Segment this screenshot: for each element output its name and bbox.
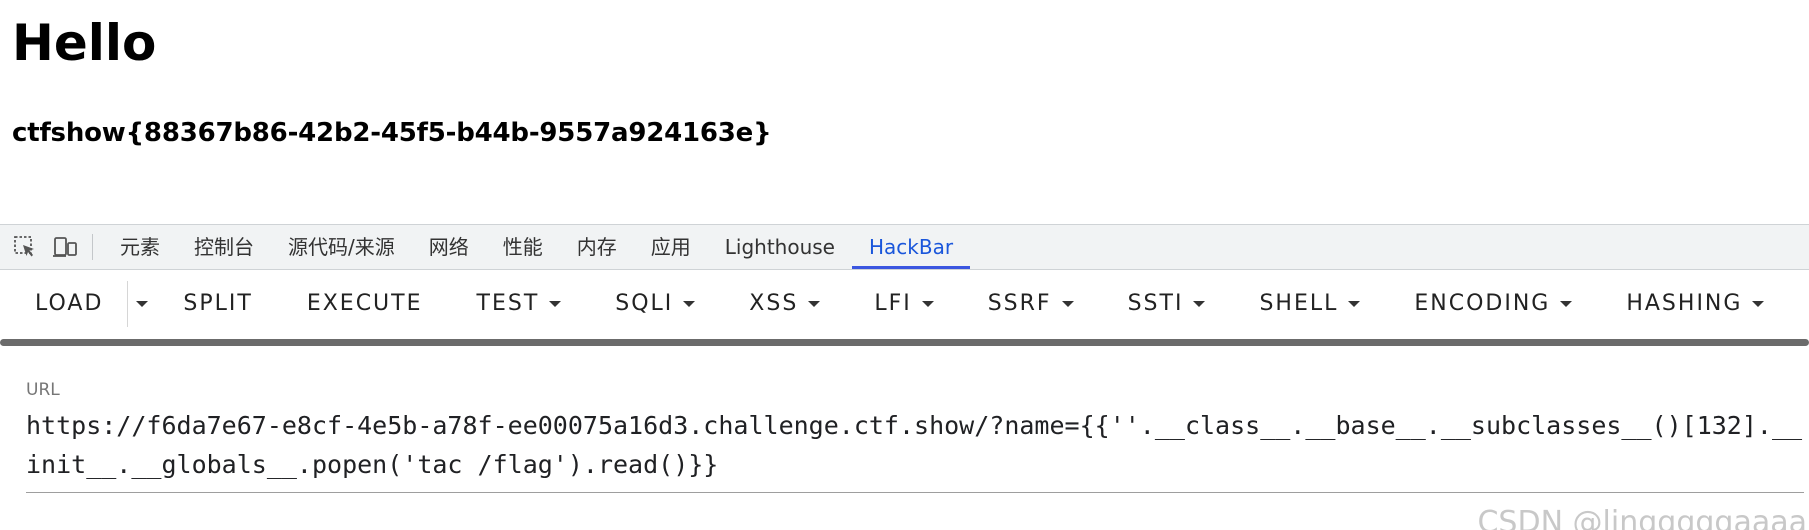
- load-dropdown-button[interactable]: [127, 281, 156, 327]
- page-heading: Hello: [12, 14, 157, 72]
- hashing-label: HASHING: [1626, 291, 1743, 316]
- tab-console[interactable]: 控制台: [194, 235, 254, 259]
- tab-separator: [92, 234, 93, 260]
- execute-button[interactable]: EXECUTE: [280, 270, 450, 338]
- lfi-label: LFI: [874, 291, 912, 316]
- sqli-menu-button[interactable]: SQLI: [588, 270, 722, 338]
- lfi-menu-button[interactable]: LFI: [847, 270, 960, 338]
- device-toggle-icon[interactable]: [50, 232, 80, 262]
- load-button[interactable]: LOAD: [35, 291, 104, 316]
- chevron-down-icon: [136, 301, 149, 307]
- test-menu-button[interactable]: TEST: [450, 270, 589, 338]
- url-label: URL: [26, 380, 60, 400]
- encoding-menu-button[interactable]: ENCODING: [1387, 270, 1599, 338]
- chevron-down-icon: [1061, 301, 1074, 307]
- tab-performance[interactable]: 性能: [502, 235, 543, 259]
- tab-hackbar[interactable]: HackBar: [851, 225, 971, 269]
- encoding-label: ENCODING: [1414, 291, 1551, 316]
- chevron-down-icon: [1348, 301, 1361, 307]
- flag-text: ctfshow{88367b86-42b2-45f5-b44b-9557a924…: [12, 118, 772, 148]
- ssrf-label: SSRF: [987, 291, 1052, 316]
- hackbar-toolbar: LOAD SPLIT EXECUTE TEST SQLI XSS LFI SSR…: [0, 270, 1809, 338]
- tab-network[interactable]: 网络: [428, 235, 469, 259]
- chevron-down-icon: [1193, 301, 1206, 307]
- watermark: CSDN @lingggggaaaa: [1477, 505, 1807, 530]
- shell-menu-button[interactable]: SHELL: [1232, 270, 1387, 338]
- sqli-label: SQLI: [615, 291, 674, 316]
- loading-bar: [0, 339, 1809, 346]
- test-label: TEST: [476, 291, 540, 316]
- ssti-menu-button[interactable]: SSTI: [1101, 270, 1233, 338]
- ssti-label: SSTI: [1127, 291, 1184, 316]
- element-picker-icon[interactable]: [10, 232, 40, 262]
- xss-label: XSS: [749, 291, 799, 316]
- chevron-down-icon: [1752, 301, 1765, 307]
- ssrf-menu-button[interactable]: SSRF: [961, 270, 1101, 338]
- shell-label: SHELL: [1259, 291, 1339, 316]
- tab-sources[interactable]: 源代码/来源: [288, 235, 395, 259]
- tab-lighthouse[interactable]: Lighthouse: [724, 235, 835, 259]
- devtools-tab-bar: 元素 控制台 源代码/来源 网络 性能 内存 应用 Lighthouse Hac…: [0, 224, 1809, 270]
- split-button[interactable]: SPLIT: [156, 270, 279, 338]
- chevron-down-icon: [921, 301, 934, 307]
- url-input[interactable]: https://f6da7e67-e8cf-4e5b-a78f-ee00075a…: [26, 406, 1804, 493]
- hashing-menu-button[interactable]: HASHING: [1599, 270, 1791, 338]
- xss-menu-button[interactable]: XSS: [722, 270, 847, 338]
- tab-application[interactable]: 应用: [650, 235, 691, 259]
- split-label: SPLIT: [183, 291, 253, 316]
- chevron-down-icon: [808, 301, 821, 307]
- tab-memory[interactable]: 内存: [576, 235, 617, 259]
- execute-label: EXECUTE: [306, 291, 423, 316]
- chevron-down-icon: [549, 301, 562, 307]
- chevron-down-icon: [1560, 301, 1573, 307]
- tab-elements[interactable]: 元素: [120, 235, 160, 259]
- chevron-down-icon: [683, 301, 696, 307]
